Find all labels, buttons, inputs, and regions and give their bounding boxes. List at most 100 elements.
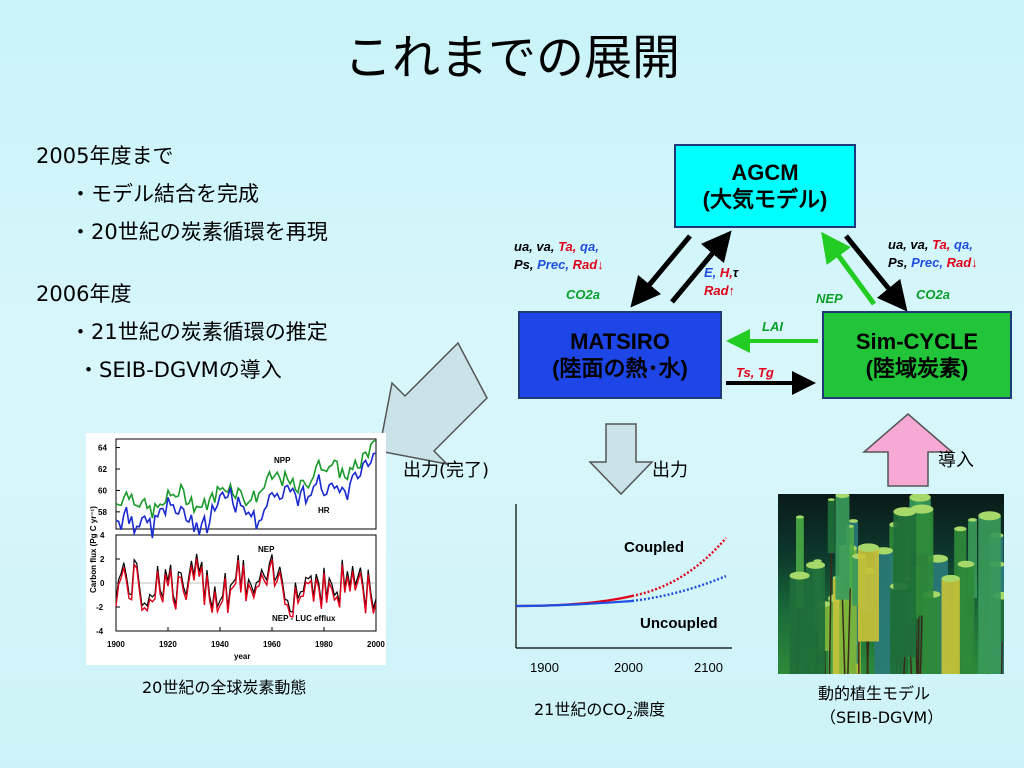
vegetation-render (789, 494, 1004, 674)
matsiro-name: MATSIRO (570, 328, 670, 354)
flux-top-ytick: 62 (98, 465, 107, 474)
flux-top-ytick: 60 (98, 486, 107, 495)
tree-trunk (968, 519, 977, 599)
tree-crown-top (848, 519, 859, 523)
tree-trunk (827, 499, 835, 554)
tree-trunk (941, 578, 960, 674)
tree-crown-top (941, 574, 960, 583)
tree-trunk (957, 564, 975, 674)
npp-label: NPP (274, 456, 291, 465)
agcm-name: AGCM (731, 159, 799, 185)
tree-crown-top (874, 547, 893, 555)
year-2006-heading: 2006年度 (36, 282, 132, 306)
caption-dgvm-2: （SEIB-DGVM） (820, 708, 944, 727)
flux-ylabel: Carbon flux (Pg C yr⁻¹) (89, 506, 98, 593)
tree-trunk (846, 526, 855, 589)
tree-stem (847, 588, 852, 674)
tree-crown-top (954, 526, 967, 532)
tree-trunk (910, 509, 934, 616)
tree-stem (841, 599, 846, 674)
flux-top-ytick: 64 (98, 444, 107, 453)
year-2005-heading: 2005年度まで (36, 144, 174, 168)
bullet-20c-carbon: ・20世紀の炭素循環を再現 (70, 220, 328, 244)
tree-trunk (978, 515, 1001, 674)
tree-crown-top (857, 543, 879, 552)
tree-stem (919, 615, 923, 674)
output-done-label: 出力(完了) (403, 460, 490, 481)
flux-bottom-ytick: -4 (96, 627, 104, 636)
agcm-desc: (大気モデル) (702, 187, 828, 212)
tree-trunk (789, 575, 810, 674)
flux-xtick: 1900 (107, 640, 125, 649)
tree-crown-top (795, 515, 804, 519)
intro-label: 導入 (938, 450, 974, 471)
tree-crown-top (978, 511, 1001, 521)
output-done-arrow (378, 341, 488, 466)
tree-crown-top (827, 498, 835, 502)
co2-xtick-2100: 2100 (694, 660, 723, 675)
labels-agcm-to-simcycle: ua, va, Ta, qa, Ps, Prec, Rad↓ (888, 237, 978, 270)
labels-matsiro-to-agcm: E, H,τ Rad↑ (704, 265, 739, 298)
flux-top-ytick: 58 (98, 508, 107, 517)
flux-top-frame (115, 438, 377, 530)
flux-xtick: 2000 (367, 640, 385, 649)
slide-title: これまでの展開 (343, 30, 680, 86)
nep-label: NEP (816, 291, 843, 306)
nep-luc-series (115, 558, 377, 618)
nep-series-label: NEP (258, 545, 275, 554)
arrow-simcycle-to-agcm (821, 231, 877, 306)
tree-crown-top (909, 494, 931, 502)
arrow-agcm-to-simcycle (844, 234, 908, 312)
co2a-label-right: CO2a (916, 287, 950, 302)
npp-series (115, 439, 377, 519)
uncoupled-label: Uncoupled (640, 615, 718, 632)
caption-20c: 20世紀の全球炭素動態 (142, 678, 307, 697)
tree-trunk (874, 550, 893, 674)
matsiro-box: MATSIRO (陸面の熱･水) (518, 311, 722, 399)
co2-coupled-proj (631, 537, 727, 598)
lai-label: LAI (762, 319, 783, 334)
tree-crown-top (910, 504, 934, 514)
co2-xtick-2000: 2000 (614, 660, 643, 675)
tree-crown-top (835, 494, 850, 499)
flux-xtick: 1980 (315, 640, 333, 649)
tree-trunk (857, 547, 879, 642)
tree-crown-top (789, 571, 810, 580)
simcycle-name: Sim-CYCLE (855, 328, 979, 354)
co2-uncoupled-proj (631, 574, 727, 603)
simcycle-desc: (陸域炭素) (865, 356, 969, 381)
flux-bottom-ytick: 0 (100, 579, 105, 588)
tree-trunk (832, 577, 844, 674)
tree-crown-top (968, 518, 977, 522)
nep-luc-label: NEP - LUC efflux (272, 614, 336, 623)
flux-bottom-ytick: 2 (100, 555, 105, 564)
ts-tg-label: Ts, Tg (736, 365, 774, 380)
tree-stem (828, 553, 833, 674)
hr-label: HR (318, 506, 330, 515)
tree-trunk (806, 565, 826, 674)
flux-xtick: 1920 (159, 640, 177, 649)
agcm-box: AGCM (大気モデル) (674, 144, 856, 228)
tree-stem (903, 657, 906, 674)
co2-xtick-1900: 1900 (530, 660, 559, 675)
co2a-label-left: CO2a (566, 287, 600, 302)
tree-crown-top (893, 507, 917, 517)
flux-xtick: 1960 (263, 640, 281, 649)
seib-dgvm-image (778, 494, 1004, 674)
co2-chart: Coupled Uncoupled 1900 2000 2100 (515, 504, 732, 675)
flux-bottom-ytick: -2 (96, 603, 104, 612)
arrow-matsiro-to-agcm (670, 230, 732, 304)
tree-stem (1000, 641, 1004, 674)
flux-bottom-ytick: 4 (100, 531, 105, 540)
matsiro-desc: (陸面の熱･水) (552, 356, 688, 381)
coupled-label: Coupled (624, 539, 684, 556)
caption-dgvm-1: 動的植生モデル (818, 684, 931, 703)
co2-uncoupled-hist (515, 599, 633, 608)
caption-21c-co2: 21世紀のCO2濃度 (534, 700, 666, 723)
output-label: 出力 (652, 460, 688, 481)
tree-trunk (835, 495, 850, 600)
output-arrow (588, 423, 654, 496)
bullet-seib-dgvm: ・SEIB-DGVMの導入 (78, 358, 282, 382)
